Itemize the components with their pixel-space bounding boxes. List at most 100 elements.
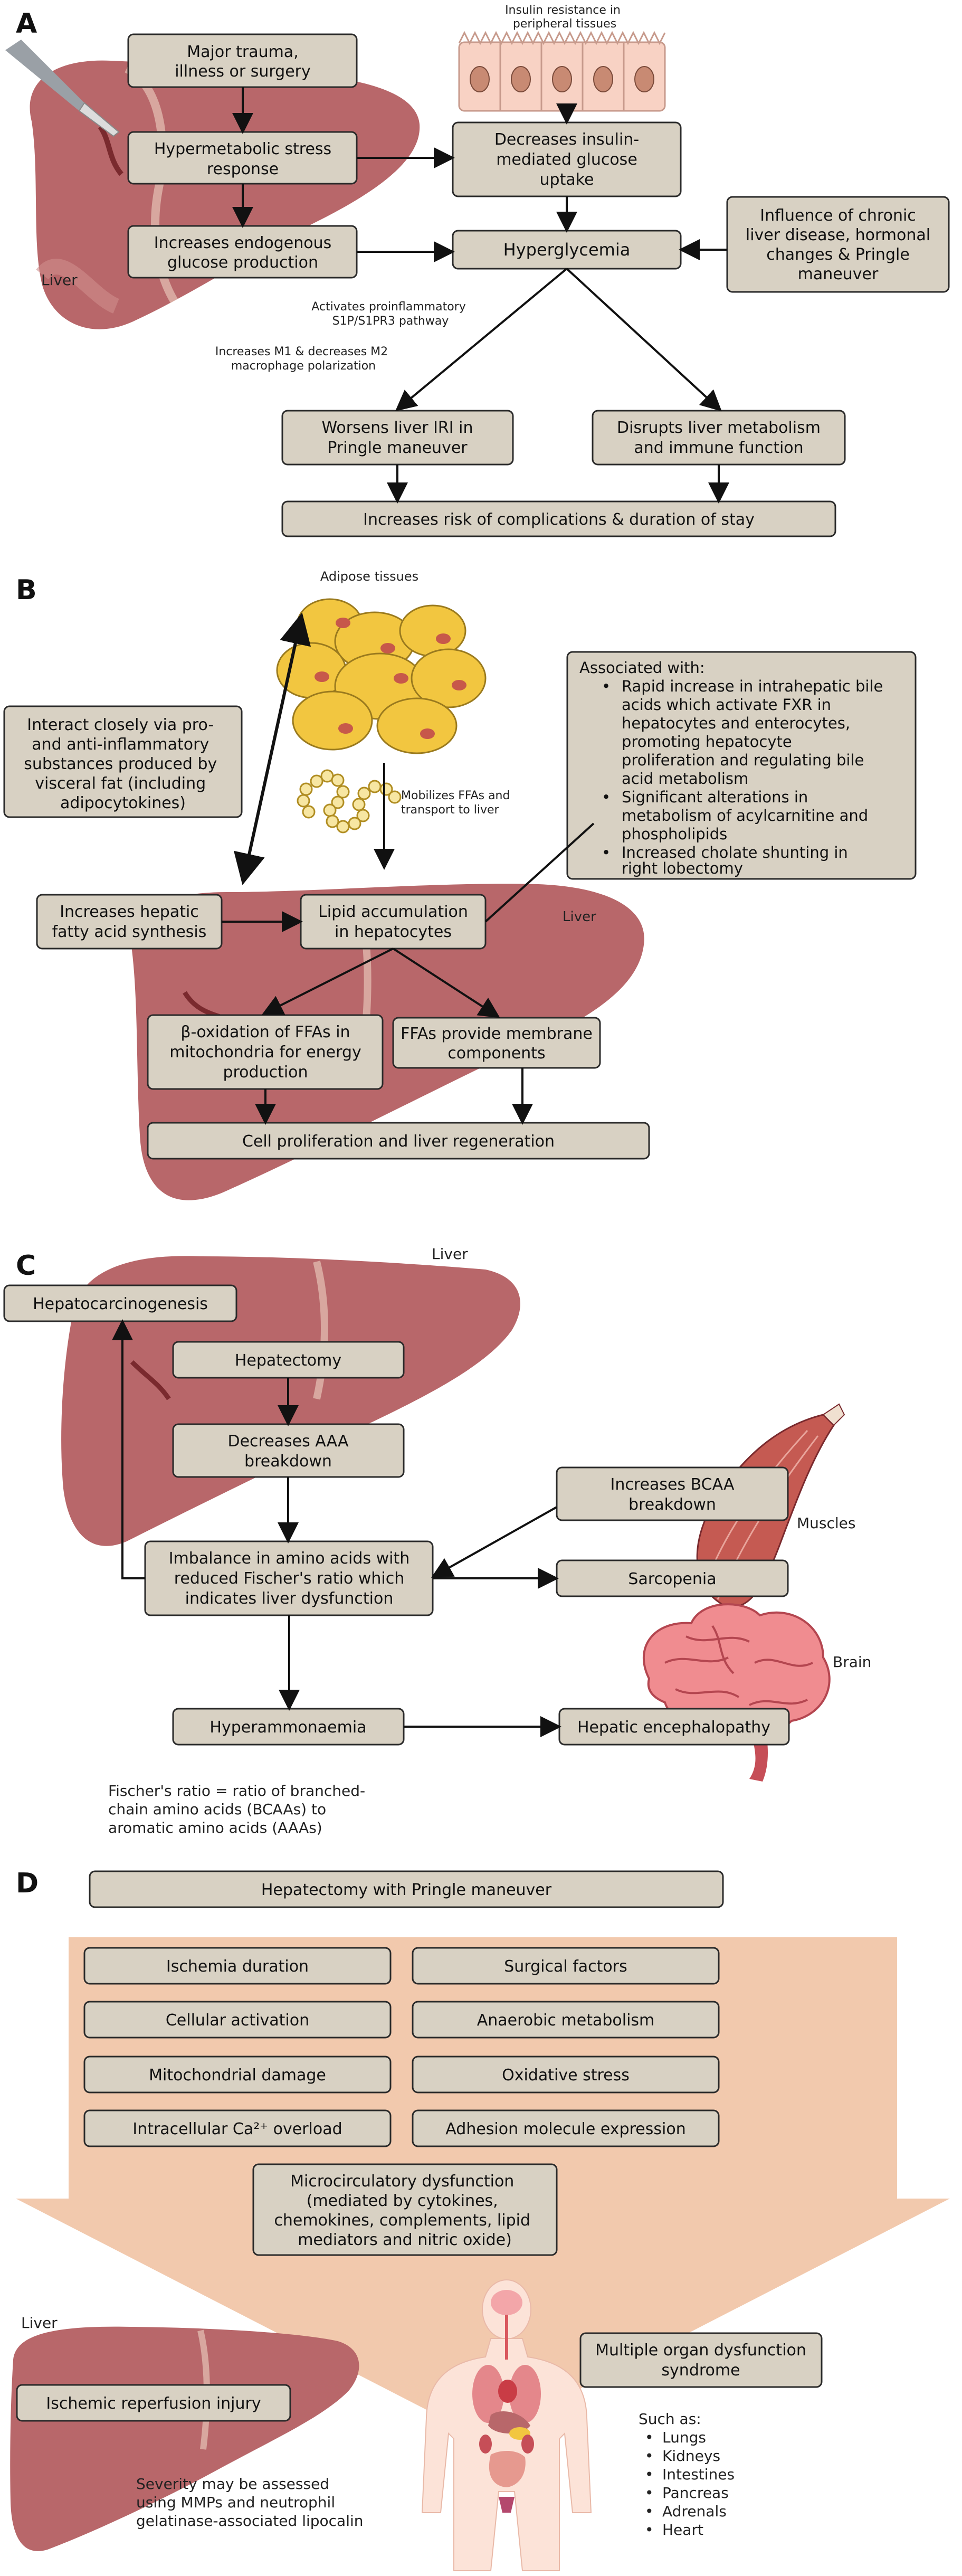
mobilizes-note: Mobilizes FFAs and transport to liver bbox=[401, 789, 513, 817]
factor-oxidative-stress: Oxidative stress bbox=[412, 2056, 720, 2094]
box-hyperglycemia: Hyperglycemia bbox=[452, 230, 682, 270]
brain-icon bbox=[643, 1603, 831, 1782]
adipose-label: Adipose tissues bbox=[320, 569, 418, 584]
box-microcirculatory-dysfunction: Microcirculatory dysfunction (mediated b… bbox=[252, 2163, 558, 2256]
arrows-b bbox=[222, 612, 595, 1125]
svg-text:Interact closely via pro-: Interact closely via pro- and anti-infla… bbox=[24, 716, 222, 812]
svg-text:Ischemia duration: Ischemia duration bbox=[166, 1957, 309, 1976]
organ-list-item: •Pancreas bbox=[645, 2484, 729, 2502]
organ-list: •Lungs •Kidneys •Intestines •Pancreas •A… bbox=[645, 2429, 735, 2539]
svg-text:• Significant alterati: • Significant alterations in metabolism … bbox=[602, 788, 873, 843]
box-interact-visceral-fat: Interact closely via pro- and anti-infla… bbox=[3, 705, 243, 818]
organ-list-item: •Adrenals bbox=[645, 2503, 727, 2520]
scalpel-icon bbox=[5, 40, 120, 137]
liver-illustration-a bbox=[30, 60, 420, 329]
liver-label-c: Liver bbox=[432, 1245, 468, 1263]
panel-c: C Liver Muscles Brain Hepatocarcinogenes… bbox=[3, 1245, 871, 1836]
peripheral-cells-icon bbox=[458, 31, 666, 112]
severity-note: Severity may be assessed using MMPs and … bbox=[136, 2475, 364, 2530]
factor-anaerobic-metabolism: Anaerobic metabolism bbox=[412, 2001, 720, 2039]
adipose-tissue-icon bbox=[276, 598, 487, 754]
box-pringle-maneuver: Hepatectomy with Pringle maneuver bbox=[89, 1870, 724, 1908]
human-body-icon bbox=[421, 2279, 592, 2571]
liver-label-d: Liver bbox=[21, 2314, 58, 2332]
factor-surgical-factors: Surgical factors bbox=[412, 1947, 720, 1985]
svg-text:Hyperglycemia: Hyperglycemia bbox=[503, 240, 631, 260]
organ-list-item: •Intestines bbox=[645, 2466, 735, 2483]
panel-a: A Liver Insulin res bbox=[5, 4, 950, 537]
fischer-footnote: Fischer's ratio = ratio of branched- cha… bbox=[108, 1782, 370, 1836]
box-trauma: Major trauma,illness or surgery bbox=[127, 33, 358, 88]
svg-text:Major trauma,illness or surger: Major trauma,illness or surgery bbox=[175, 43, 311, 81]
liver-label-a: Liver bbox=[41, 271, 78, 289]
svg-text:Hepatectomy with Pringle maneu: Hepatectomy with Pringle maneuver bbox=[261, 1881, 552, 1899]
svg-text:Mitochondrial damage: Mitochondrial damage bbox=[149, 2066, 326, 2085]
svg-text:Increases risk of complication: Increases risk of complications & durati… bbox=[363, 510, 755, 529]
factor-mitochondrial-damage: Mitochondrial damage bbox=[83, 2056, 392, 2094]
factor-cellular-activation: Cellular activation bbox=[83, 2001, 392, 2039]
svg-text:• Rapid increase in in: • Rapid increase in intrahepatic bile ac… bbox=[602, 677, 888, 788]
organ-list-item: •Kidneys bbox=[645, 2447, 720, 2465]
svg-text:Cellular activation: Cellular activation bbox=[166, 2011, 309, 2030]
factor-ischemia-duration: Ischemia duration bbox=[83, 1947, 392, 1985]
svg-text:Hyperammonaemia: Hyperammonaemia bbox=[209, 1718, 366, 1737]
brain-label: Brain bbox=[833, 1653, 871, 1671]
panel-b: B Liver Adipose tissues bbox=[3, 569, 917, 1200]
svg-text:Sarcopenia: Sarcopenia bbox=[628, 1570, 716, 1588]
svg-text:Oxidative stress: Oxidative stress bbox=[502, 2066, 630, 2085]
arrows-c bbox=[112, 1319, 561, 1737]
factor-adhesion-molecule: Adhesion molecule expression bbox=[412, 2109, 720, 2147]
organ-list-item: •Lungs bbox=[645, 2429, 706, 2446]
box-associated-with: Associated with: • Rapid increase in int… bbox=[566, 651, 917, 880]
svg-text:Adhesion molecule expression: Adhesion molecule expression bbox=[445, 2120, 685, 2138]
such-as-title: Such as: bbox=[639, 2410, 701, 2428]
svg-text:Intracellular Ca²⁺ overload: Intracellular Ca²⁺ overload bbox=[132, 2120, 342, 2138]
svg-text:Ischemic reperfusion injury: Ischemic reperfusion injury bbox=[46, 2394, 261, 2413]
box-hepatocarcinogenesis: Hepatocarcinogenesis bbox=[3, 1284, 237, 1322]
box-cell-proliferation: Cell proliferation and liver regeneratio… bbox=[147, 1122, 650, 1160]
panel-label-d: D bbox=[16, 1868, 39, 1899]
liver-label-b: Liver bbox=[563, 909, 596, 925]
box-sarcopenia: Sarcopenia bbox=[556, 1559, 789, 1597]
svg-text:Hepatocarcinogenesis: Hepatocarcinogenesis bbox=[33, 1295, 208, 1313]
svg-text:Cell proliferation and liver r: Cell proliferation and liver regeneratio… bbox=[242, 1132, 555, 1151]
svg-text:Associated with:: Associated with: bbox=[579, 659, 705, 677]
m1m2-note: Increases M1 & decreases M2 macrophage p… bbox=[215, 345, 392, 373]
factor-calcium-overload: Intracellular Ca²⁺ overload bbox=[83, 2109, 392, 2147]
muscles-label: Muscles bbox=[797, 1514, 855, 1532]
panel-label-a: A bbox=[16, 8, 37, 40]
box-hepatectomy: Hepatectomy bbox=[172, 1341, 405, 1379]
svg-text:• Increased cholate sh: • Increased cholate shunting in right lo… bbox=[602, 844, 853, 877]
box-risk: Increases risk of complications & durati… bbox=[281, 500, 836, 537]
box-ischemic-reperfusion-injury: Ischemic reperfusion injury bbox=[16, 2384, 291, 2422]
svg-text:Surgical factors: Surgical factors bbox=[504, 1957, 627, 1976]
panel-d: D Hepatectomy with Pringle maneuver Isch… bbox=[10, 1868, 950, 2571]
svg-text:Hepatectomy: Hepatectomy bbox=[235, 1351, 341, 1370]
panel-label-c: C bbox=[16, 1250, 36, 1282]
